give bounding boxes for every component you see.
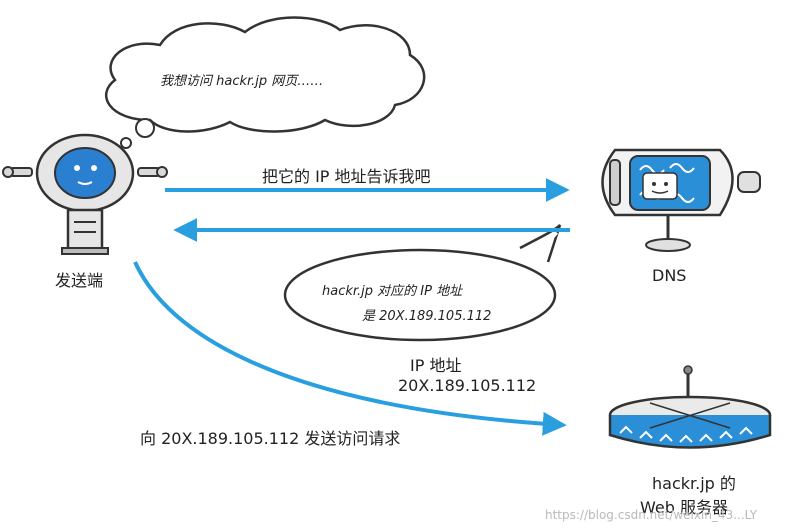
watermark: https://blog.csdn.net/weixin_43...LY: [545, 508, 758, 522]
node-label-web-line1: hackr.jp 的: [652, 474, 736, 493]
node-label-web-line2: Web 服务器: [640, 498, 728, 517]
arrow-send-request: [133, 261, 567, 436]
edge-label-ip-result-line1: IP 地址: [410, 356, 462, 375]
speech-bubble-line1: hackr.jp 对应的 IP 地址: [322, 284, 463, 299]
node-label-sender: 发送端: [55, 271, 104, 290]
web-server-icon: [608, 365, 772, 449]
robot-icon: [2, 133, 168, 255]
thought-bubble: [104, 16, 426, 149]
node-label-dns: DNS: [652, 266, 687, 285]
edge-label-request-ip: 把它的 IP 地址告诉我吧: [262, 167, 431, 186]
edge-label-ip-result-line2: 20X.189.105.112: [398, 376, 537, 395]
edge-label-send-request: 向 20X.189.105.112 发送访问请求: [140, 429, 401, 448]
speech-bubble: [283, 224, 562, 342]
thought-bubble-text: 我想访问 hackr.jp 网页……: [160, 74, 324, 89]
speech-bubble-line2: 是 20X.189.105.112: [362, 309, 492, 324]
dns-server-icon: [601, 148, 761, 252]
